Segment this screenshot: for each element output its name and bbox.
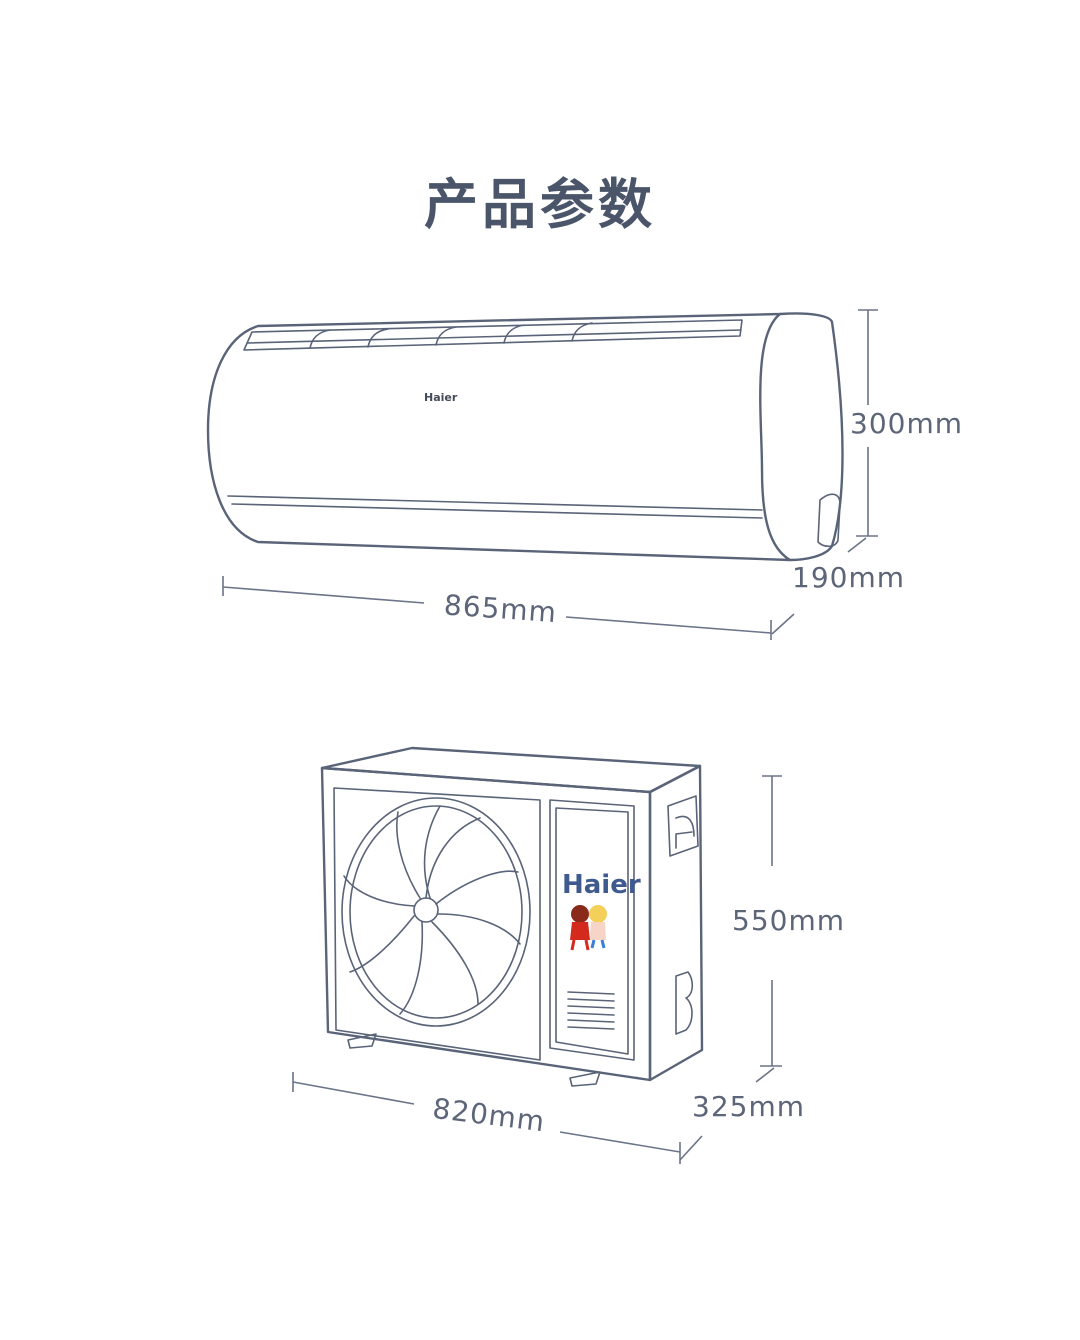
page-title: 产品参数 <box>424 173 656 236</box>
outdoor-height-dimension: 550mm <box>732 775 845 1067</box>
indoor-brand-logo: Haier <box>424 391 458 404</box>
outdoor-depth-label: 325mm <box>692 1090 805 1123</box>
indoor-height-label: 300mm <box>850 407 963 440</box>
indoor-unit-illustration: Haier <box>206 312 844 562</box>
outdoor-height-label: 550mm <box>732 904 845 937</box>
indoor-depth-label: 190mm <box>792 561 905 594</box>
indoor-height-dimension: 300mm <box>850 309 963 537</box>
outdoor-depth-dimension: 325mm <box>679 1067 805 1161</box>
outdoor-width-dimension: 820mm <box>292 1072 681 1164</box>
outdoor-unit-illustration: Haier <box>320 746 704 1087</box>
indoor-width-dimension: 865mm <box>222 576 772 640</box>
indoor-depth-dimension: 190mm <box>771 537 905 635</box>
outdoor-width-label: 820mm <box>431 1092 547 1139</box>
indoor-width-label: 865mm <box>443 588 558 629</box>
haier-brothers-mascot-icon <box>570 905 607 951</box>
outdoor-brand-logo: Haier <box>562 870 641 900</box>
